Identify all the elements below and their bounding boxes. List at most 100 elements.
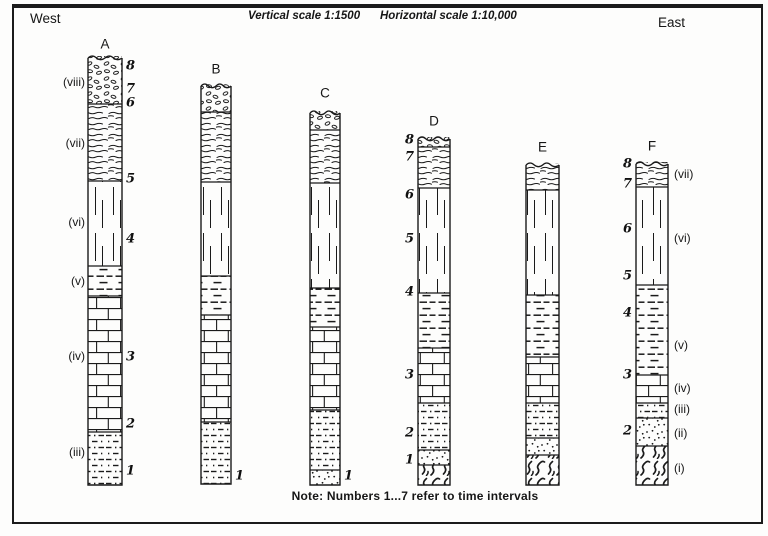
column-D-time-7: 7 — [405, 150, 414, 165]
column-E-unit-iv — [526, 357, 559, 403]
column-D-unit-iv — [418, 348, 450, 403]
note-text: Note: Numbers 1...7 refer to time interv… — [291, 489, 539, 503]
column-A-time-5: 5 — [126, 172, 135, 187]
column-A-unit-viii — [88, 56, 122, 104]
column-F-unit-label-iii: (iii) — [674, 402, 690, 416]
column-F-unit-vi — [636, 187, 668, 285]
column-F-time-7: 7 — [623, 177, 632, 192]
column-E-outline — [525, 165, 560, 486]
column-F-unit-v — [636, 285, 668, 375]
column-D-time-5: 5 — [405, 232, 414, 247]
column-A-unit-label-iii: (iii) — [69, 445, 85, 459]
column-C-unit-vii — [310, 130, 340, 183]
column-B-unit-vi — [201, 182, 231, 276]
column-D-unit-v — [418, 293, 450, 348]
diagram-frame — [12, 4, 763, 524]
east-label: East — [658, 15, 686, 30]
column-D-time-3: 3 — [405, 368, 414, 383]
column-A-unit-vi — [88, 181, 122, 266]
west-label: West — [30, 11, 61, 26]
column-B-unit-v — [201, 276, 231, 315]
column-F-unit-ii — [636, 418, 668, 446]
column-D-unit-i — [418, 465, 450, 485]
column-F-letter: F — [648, 139, 656, 154]
column-A-time-8: 8 — [126, 59, 135, 74]
column-A-time-7: 7 — [126, 82, 135, 97]
column-E-unit-i — [526, 455, 559, 485]
strat-column-e: E — [525, 140, 560, 486]
column-F-unit-label-vii: (vii) — [674, 167, 693, 181]
column-A-time-6: 6 — [126, 96, 135, 111]
column-B-time-1: 1 — [235, 469, 244, 484]
column-A-outline — [87, 58, 123, 486]
column-B-unit-iii — [201, 422, 231, 484]
column-C-unit-iv — [310, 327, 340, 410]
column-F-unit-label-ii: (ii) — [674, 426, 687, 440]
column-D-letter: D — [429, 114, 439, 129]
column-A-unit-iii — [88, 432, 122, 485]
column-D-time-8: 8 — [405, 133, 414, 148]
column-B-unit-viii — [201, 84, 231, 112]
column-F-time-6: 6 — [623, 222, 632, 237]
column-C-wavy-top — [309, 110, 341, 116]
column-F-unit-iii — [636, 403, 668, 418]
horizontal-scale-label: Horizontal scale 1:10,000 — [380, 10, 517, 22]
column-D-time-4: 4 — [405, 285, 414, 300]
column-C-time-1: 1 — [344, 469, 353, 484]
strat-column-d: D8 7 6 5 4 3 2 1 — [404, 114, 451, 486]
column-C-letter: C — [320, 86, 330, 101]
column-A-unit-label-iv: (iv) — [68, 349, 85, 363]
column-E-unit-ii — [526, 438, 559, 455]
column-F-unit-label-iv: (iv) — [674, 381, 691, 395]
column-C-unit-iii — [310, 410, 340, 470]
column-F-outline — [635, 164, 669, 486]
vertical-scale-label: Vertical scale 1:1500 — [248, 10, 361, 22]
column-F-wavy-top — [635, 161, 669, 167]
column-A-wavy-top — [87, 55, 123, 61]
column-D-outline — [417, 139, 451, 486]
column-A-unit-label-v: (v) — [71, 274, 85, 288]
column-A-letter: A — [100, 37, 109, 52]
column-D-time-2: 2 — [404, 426, 414, 441]
column-F-time-2: 2 — [622, 424, 632, 439]
column-E-unit-iii — [526, 403, 559, 438]
column-F-unit-label-vi: (vi) — [674, 231, 691, 245]
column-F-unit-i — [636, 446, 668, 485]
strat-column-b: B1 — [200, 62, 244, 485]
column-D-time-1: 1 — [405, 453, 414, 468]
column-F-unit-label-v: (v) — [674, 338, 688, 352]
column-A-unit-vii — [88, 104, 122, 181]
column-F-time-5: 5 — [623, 269, 632, 284]
column-F-unit-label-i: (i) — [674, 461, 685, 475]
column-C-unit-ii — [310, 470, 340, 485]
column-F-time-8: 8 — [623, 157, 632, 172]
column-F-time-3: 3 — [623, 368, 632, 383]
column-B-letter: B — [211, 62, 220, 77]
column-D-unit-vii — [418, 147, 450, 188]
strat-column-c: C1 — [309, 86, 353, 486]
column-D-unit-viii — [418, 137, 450, 147]
column-F-unit-iv — [636, 375, 668, 403]
column-A-time-3: 3 — [126, 350, 135, 365]
column-D-unit-iii — [418, 403, 450, 450]
column-A-unit-label-vii: (vii) — [66, 136, 85, 150]
column-B-wavy-top — [200, 83, 232, 89]
column-E-wavy-top — [525, 162, 560, 168]
column-A-unit-iv — [88, 296, 122, 432]
column-E-unit-vi — [526, 190, 559, 295]
column-B-unit-vii — [201, 112, 231, 182]
column-C-unit-vi — [310, 183, 340, 288]
column-C-outline — [309, 113, 341, 486]
column-B-unit-iv — [201, 315, 231, 422]
column-B-outline — [200, 86, 232, 485]
column-D-time-6: 6 — [405, 188, 414, 203]
column-D-wavy-top — [417, 136, 451, 142]
column-D-unit-ii — [418, 450, 450, 465]
column-A-time-2: 2 — [125, 417, 135, 432]
column-A-time-1: 1 — [126, 464, 135, 479]
column-A-unit-label-viii: (viii) — [63, 75, 85, 89]
